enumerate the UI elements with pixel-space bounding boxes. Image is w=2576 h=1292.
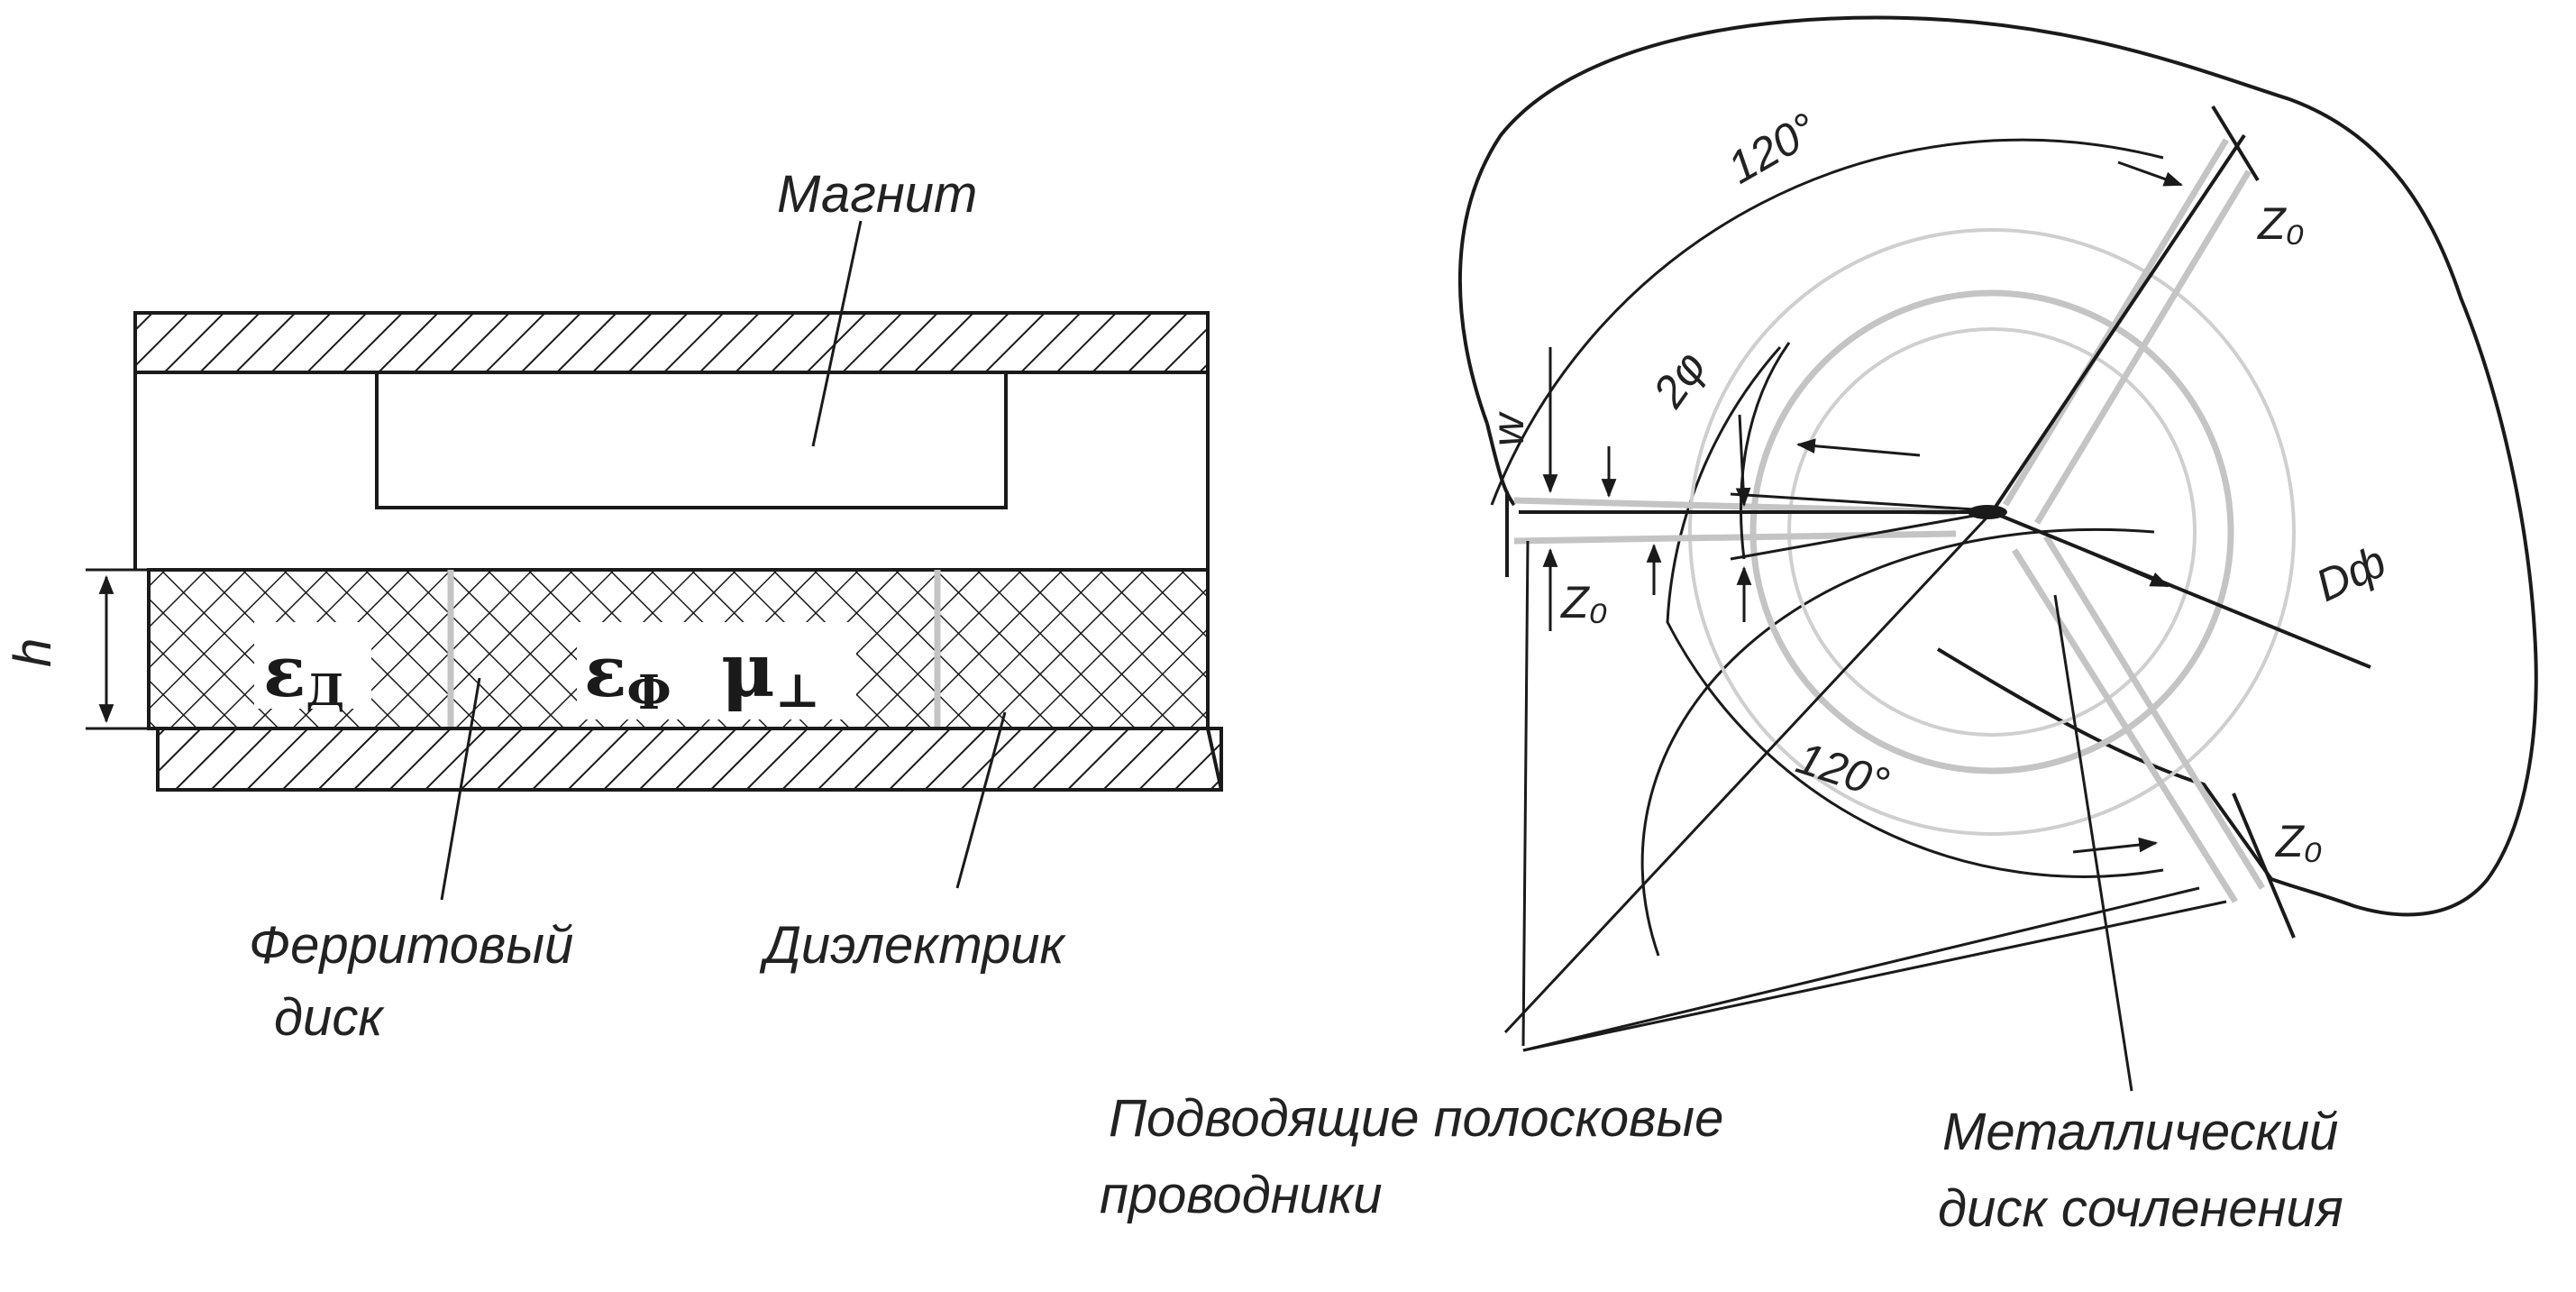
feed-strips-label-line2: проводники: [1100, 1166, 1383, 1224]
feed-strips-label-line1: Подводящие полосковые: [1109, 1089, 1723, 1148]
eps-ferrite-symbol: εФ: [584, 631, 671, 720]
bottom-ground-plate: [156, 727, 1223, 792]
mu-perp-symbol: μ⊥: [721, 628, 820, 719]
metal-disk-label-line2: диск сочленения: [1938, 1179, 2343, 1238]
z0-bottom-label: Z₀: [2275, 816, 2323, 866]
magnet-block: [375, 371, 1008, 509]
z0-left-label: Z₀: [1560, 577, 1608, 628]
dielectric-label: Диэлектрик: [759, 916, 1067, 975]
magnet-label: Магнит: [777, 165, 977, 224]
ferrite-disk-label-line1: Ферритовый: [249, 916, 573, 975]
thickness-h-label: h: [4, 638, 62, 667]
top-view: 120° 120° 2φ w Z₀ Z₀ Z₀ Dф Подводящие по…: [1100, 15, 2538, 1238]
z0-top-label: Z₀: [2257, 198, 2305, 249]
ferrite-diameter-label: Dф: [2308, 536, 2393, 611]
cross-section: h εД εФ μ⊥ Магнит Ферритовый диск Диэлек…: [4, 165, 1223, 1047]
metal-junction-disk: [1968, 505, 2007, 519]
ferrite-disk-label-line2: диск: [274, 988, 385, 1047]
board-outline: [1457, 15, 2538, 917]
metal-disk-label-line1: Металлический: [1942, 1103, 2338, 1161]
eps-dielectric-symbol: εД: [263, 631, 344, 716]
two-phi-label: 2φ: [1643, 343, 1716, 417]
width-w-label: w: [1483, 411, 1533, 446]
top-ground-plate: [133, 311, 1210, 374]
